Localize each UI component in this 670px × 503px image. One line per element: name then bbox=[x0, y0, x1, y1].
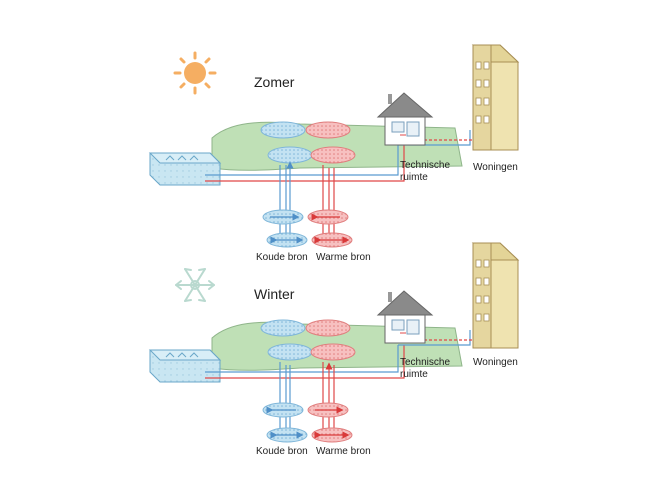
homes-label-winter: Woningen bbox=[473, 357, 518, 368]
panel-summer bbox=[148, 44, 520, 248]
cold-source-mid-ellipse bbox=[267, 343, 313, 361]
homes-building bbox=[471, 242, 520, 349]
technical-room-house bbox=[376, 290, 434, 344]
technical-room-label-winter: Technische ruimte bbox=[400, 357, 450, 381]
warm-source-label-winter: Warme bron bbox=[316, 446, 371, 457]
panel-winter bbox=[148, 242, 520, 443]
season-title-summer: Zomer bbox=[254, 74, 295, 90]
technical-room-label-line1: Technische bbox=[400, 160, 451, 171]
cold-source-mid-ellipse bbox=[267, 146, 313, 164]
pipes-summer bbox=[205, 125, 479, 244]
surface-water-box bbox=[148, 152, 222, 186]
technical-room-label-line2: ruimte bbox=[400, 369, 428, 380]
pipes-winter bbox=[205, 325, 479, 437]
homes-label-summer: Woningen bbox=[473, 162, 518, 173]
technical-room-label-line2: ruimte bbox=[400, 172, 428, 183]
homes-building bbox=[471, 44, 520, 151]
warm-source-mid-ellipse bbox=[310, 343, 356, 361]
warm-source-top-ellipse bbox=[305, 121, 351, 139]
snowflake-icon bbox=[175, 268, 215, 302]
technical-room-house bbox=[376, 92, 434, 146]
warm-source-mid-ellipse bbox=[310, 146, 356, 164]
cold-source-label-winter: Koude bron bbox=[256, 446, 308, 457]
cold-source-top-ellipse bbox=[260, 319, 306, 337]
surface-water-box bbox=[148, 349, 222, 383]
warm-source-top-ellipse bbox=[305, 319, 351, 337]
season-title-winter: Winter bbox=[254, 286, 295, 302]
technical-room-label-summer: Technische ruimte bbox=[400, 160, 450, 184]
technical-room-label-line1: Technische bbox=[400, 357, 451, 368]
warm-source-label-summer: Warme bron bbox=[316, 252, 371, 263]
cold-source-top-ellipse bbox=[260, 121, 306, 139]
sun-icon bbox=[173, 51, 217, 95]
cold-source-label-summer: Koude bron bbox=[256, 252, 308, 263]
